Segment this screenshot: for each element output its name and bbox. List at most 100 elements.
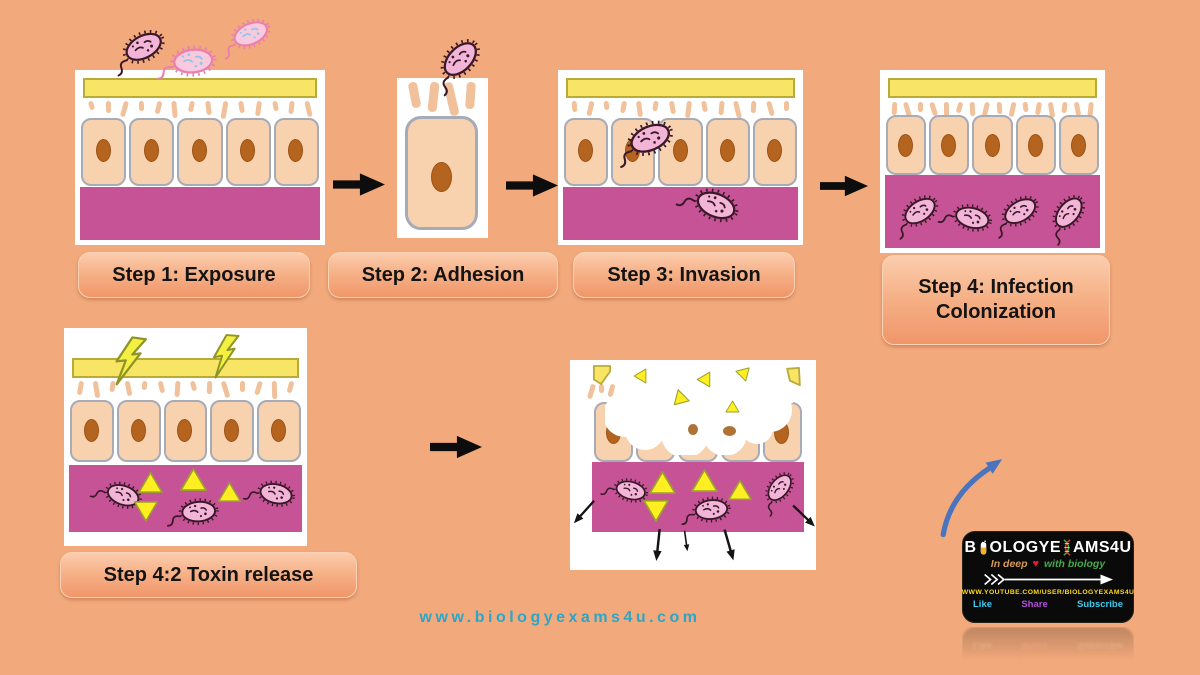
panel-tissue-damage [570, 360, 816, 570]
step-label-4: Step 4: Infection Colonization [882, 255, 1110, 345]
cell-nucleus [1070, 133, 1086, 157]
cell-nucleus [719, 139, 735, 163]
epithelial-cell [929, 115, 970, 175]
cell-nucleus [83, 419, 99, 443]
cell-nucleus [130, 419, 146, 443]
cell-nucleus [192, 139, 207, 163]
panel-colonization [880, 70, 1105, 253]
cilium [1034, 101, 1042, 116]
toxin-icon [180, 468, 207, 491]
epithelial-cell [972, 115, 1013, 175]
logo-reflection: B OLOGYE AMS4U In deep ♥ with biology [962, 627, 1134, 661]
cilium [171, 100, 179, 118]
epithelial-cell [116, 400, 161, 462]
toxin-icon [633, 368, 647, 384]
cilium [784, 100, 790, 111]
cilium [238, 100, 246, 114]
toxin-icon [217, 482, 242, 502]
cilium [929, 101, 939, 116]
test-tube-icon [980, 540, 986, 555]
cilium [955, 101, 964, 114]
cilium [996, 101, 1003, 115]
epithelial-cell [225, 118, 271, 186]
epithelial-cell [70, 400, 114, 462]
epithelial-cell [129, 118, 175, 186]
logo-actions: Like Share Subscribe [973, 599, 1123, 610]
toxin-icon [643, 500, 669, 522]
cilium [92, 380, 101, 399]
dna-icon [1063, 539, 1071, 556]
cilium [239, 381, 245, 392]
bacterium-icon [614, 116, 679, 167]
cilium [154, 100, 163, 115]
cell-nucleus [177, 419, 193, 443]
panel-exposure [75, 70, 325, 245]
toxin-icon [138, 471, 163, 494]
epithelial-cell [405, 116, 478, 230]
cilium [109, 380, 116, 393]
epithelial-cells [68, 400, 303, 462]
toxin-icon [725, 400, 740, 413]
cilia [72, 380, 299, 399]
step-arrow-icon [430, 435, 482, 459]
step-arrow-icon [820, 175, 868, 197]
cell-nucleus [941, 133, 957, 157]
cilium [157, 380, 165, 394]
cilium [87, 100, 96, 111]
cell-nucleus [95, 139, 111, 163]
surface-fragment-icon [786, 367, 801, 387]
cilium [1061, 101, 1068, 114]
subscribe-label: Subscribe [1077, 598, 1123, 610]
cell-nucleus [143, 139, 159, 163]
cell-nucleus [430, 162, 452, 193]
epithelial-cell [752, 118, 798, 186]
epithelial-cell [177, 118, 223, 186]
share-label: Share [1021, 598, 1048, 610]
cilium [288, 100, 295, 115]
cilia [83, 100, 317, 119]
cilium [254, 100, 262, 117]
cell-nucleus [898, 133, 914, 157]
subepithelial-tissue [80, 187, 320, 240]
epithelial-cells [884, 115, 1101, 175]
step-label-5: Step 4:2 Toxin release [60, 552, 357, 598]
panel-invasion [558, 70, 803, 245]
cilium [407, 81, 422, 109]
cilium [120, 100, 130, 118]
cilium [598, 383, 604, 394]
channel-url: WWW.YOUTUBE.COM/USER/BIOLOGYEXAMS4U [961, 588, 1135, 596]
cell-nucleus [240, 139, 256, 163]
cilium [174, 380, 181, 397]
cilium [286, 380, 295, 394]
cell-nucleus [1027, 133, 1043, 157]
bacterium-icon [220, 14, 276, 59]
channel-logo[interactable]: B OLOGYE AMS4U In deep ♥ with biology [962, 531, 1134, 623]
brand-text: B OLOGYE AMS4U [964, 539, 1131, 556]
cilium [138, 100, 145, 112]
panel-adhesion [397, 78, 488, 238]
cell-nucleus [723, 426, 736, 436]
cilium [733, 100, 743, 119]
logo-arrow-icon [984, 573, 1113, 585]
cilium [652, 100, 660, 112]
epithelial-cell [658, 118, 703, 186]
epithelial-cell [163, 400, 208, 462]
website-url[interactable]: www.biologyexams4u.com [419, 609, 701, 626]
cilium [751, 100, 757, 114]
cilium [105, 100, 111, 114]
surface-fragment-icon [593, 365, 611, 385]
cilium [187, 100, 196, 113]
toxin-icon [728, 479, 752, 501]
cell-nucleus [672, 139, 688, 163]
cell-nucleus [271, 419, 287, 443]
cell-nucleus [224, 419, 240, 443]
epithelium-surface-bar [888, 78, 1097, 98]
cell-nucleus [688, 424, 698, 435]
cilium [141, 380, 148, 391]
step-label-3: Step 3: Invasion [573, 252, 795, 298]
cilium [189, 380, 198, 392]
step-label-1: Step 1: Exposure [78, 252, 310, 298]
cilium [603, 100, 610, 111]
cell-nucleus [984, 133, 1000, 157]
cilium [718, 100, 725, 116]
